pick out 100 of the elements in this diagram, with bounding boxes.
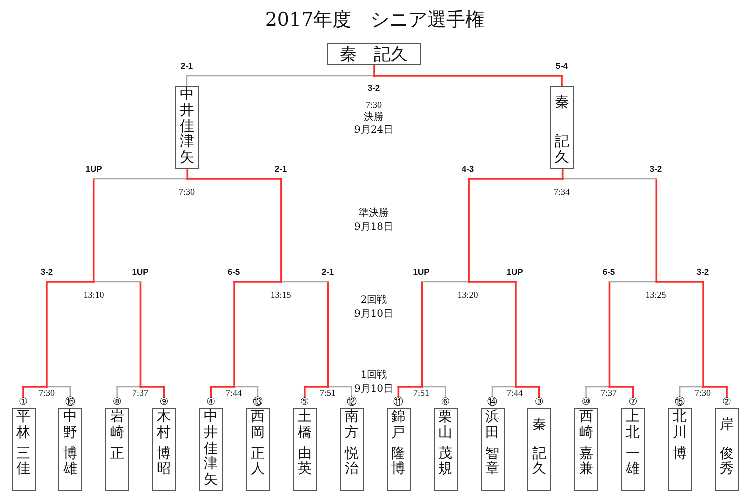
bracket-line (93, 178, 188, 180)
bracket-line (280, 178, 282, 283)
title: 2017年度 シニア選手権 (265, 8, 485, 32)
start-time: 7:51 (320, 388, 336, 398)
bracket-line (234, 281, 236, 388)
start-time: 7:44 (226, 388, 242, 398)
bracket-line (656, 178, 658, 283)
bracket-line (186, 168, 189, 180)
match-score: 2-1 (180, 61, 194, 71)
player-name: 中野博雄 (63, 410, 78, 478)
bracket-line (374, 64, 376, 77)
player-name: 秦記久 (532, 416, 546, 478)
match-score: 1UP (506, 267, 524, 277)
name-box (175, 86, 199, 169)
start-time: 7:30 (695, 388, 711, 398)
bracket-line (398, 386, 400, 398)
bracket-line (586, 386, 587, 398)
player-name: 秦記久 (554, 94, 570, 167)
bracket-line (562, 168, 564, 180)
seed-number: ③ (534, 397, 544, 408)
bracket-line (163, 386, 166, 398)
player-name: 中井佳津矢 (204, 410, 218, 490)
bracket-line (586, 386, 610, 388)
bracket-line (492, 386, 494, 398)
bracket-line (46, 281, 48, 388)
bracket-line (22, 386, 24, 398)
bracket-line (140, 386, 166, 388)
player-name: 西崎嘉兼 (579, 410, 594, 478)
bracket-line (468, 281, 517, 283)
bracket-line (702, 281, 704, 388)
bracket-line (46, 281, 95, 283)
seed-number: ⑤ (300, 397, 310, 408)
seed-number: ② (722, 397, 732, 408)
bracket-line (186, 75, 376, 77)
seed-number: ⑬ (253, 397, 263, 408)
bracket-line (515, 281, 517, 388)
start-time: 7:30 (366, 100, 382, 110)
bracket-line (351, 386, 352, 398)
bracket-line (538, 386, 540, 398)
bracket-line (140, 281, 142, 388)
match-score: 3-2 (696, 267, 710, 277)
player-name: 南方悦治 (344, 410, 359, 478)
match-score: 2-1 (274, 164, 288, 174)
bracket-line (608, 281, 611, 388)
bracket-line (468, 178, 564, 180)
match-score: 1UP (132, 267, 149, 277)
round-name: 1回戦 (360, 368, 388, 382)
seed-number: ⑦ (628, 397, 638, 408)
seed-number: ④ (206, 397, 216, 408)
bracket-line (608, 386, 634, 388)
player-name: 錦戸隆博 (392, 410, 406, 478)
bracket-line (70, 386, 71, 398)
champion-name: 秦 記久 (340, 44, 408, 66)
match-score: 5-4 (556, 61, 568, 71)
bracket-line (374, 75, 563, 77)
player-name: 上北一雄 (626, 410, 640, 478)
bracket-line (116, 386, 118, 398)
player-name: 西岡正人 (251, 410, 265, 478)
bracket-line (328, 386, 352, 388)
bracket-line (327, 281, 330, 388)
bracket-line (680, 386, 681, 398)
player-name: 中井佳津矢 (180, 88, 194, 168)
start-time: 7:37 (132, 388, 148, 398)
start-time: 7:51 (414, 388, 430, 398)
start-time: 7:30 (39, 388, 55, 398)
bracket-line (726, 386, 728, 398)
player-name: 栗山茂規 (438, 410, 453, 478)
bracket-line (422, 281, 470, 283)
bracket-line (186, 178, 282, 180)
seed-number: ⑮ (675, 397, 686, 408)
seed-number: ⑯ (65, 397, 76, 408)
bracket-line (210, 386, 236, 388)
bracket-line (492, 386, 517, 388)
seed-number: ⑫ (346, 397, 357, 408)
seed-number: ⑭ (488, 397, 498, 408)
match-score: 2-1 (322, 267, 334, 277)
bracket-line (562, 178, 658, 180)
champion-box (327, 43, 421, 65)
match-score: 1UP (86, 164, 102, 174)
bracket-line (632, 386, 634, 398)
start-time: 13:15 (270, 290, 292, 300)
match-date: 9月10日 (354, 383, 394, 396)
bracket-line (304, 386, 306, 398)
seed-number: ⑧ (112, 397, 122, 408)
round-name: 決勝 (364, 110, 384, 124)
bracket-line (680, 386, 704, 388)
bracket-line (609, 281, 658, 283)
round-name: 2回戦 (360, 294, 388, 307)
start-time: 7:34 (554, 187, 570, 197)
seed-number: ⑨ (160, 397, 169, 408)
start-time: 13:10 (84, 290, 104, 300)
seed-number: ⑩ (582, 397, 591, 408)
player-name: 土橋由英 (298, 410, 312, 478)
start-time: 13:20 (458, 290, 478, 300)
start-time: 7:44 (507, 388, 523, 398)
seed-number: ⑥ (441, 397, 450, 408)
bracket-line (702, 386, 728, 388)
bracket-line (22, 386, 48, 388)
start-time: 13:25 (646, 290, 666, 300)
match-score: 4-3 (462, 164, 474, 174)
